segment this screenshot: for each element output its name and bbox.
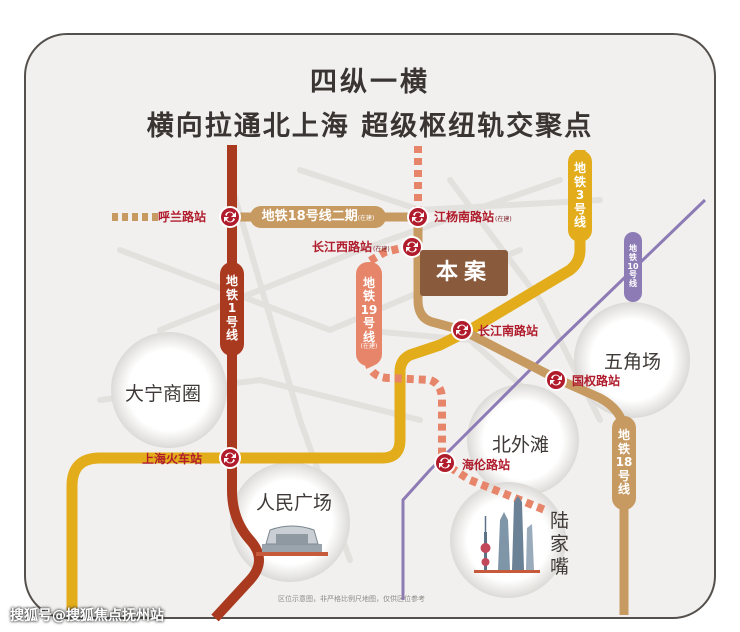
station-jiangyang-note: (在建) [495, 216, 512, 223]
project-label: 本案 [420, 250, 508, 296]
wujiaochang-circle [574, 302, 690, 418]
line-3-char: 地 [573, 161, 586, 176]
station-jiangyang-south: 江杨南路站(在建) [434, 208, 512, 225]
lujiazui-char: 陆 [550, 510, 570, 532]
station-changjiang-west-note: (在建) [373, 246, 390, 253]
line-3-char: 线 [573, 215, 586, 230]
station-hulan: 呼兰路站 [158, 210, 207, 224]
line-19-char: 19 [360, 302, 378, 317]
line-10-char: 10 [627, 261, 639, 271]
line-1-char: 线 [225, 328, 238, 343]
transfer-icon [401, 236, 423, 258]
building-icon [256, 525, 328, 556]
line-18-phase2-text: 地铁18号线二期 [261, 209, 358, 224]
line-3-char: 铁 [573, 174, 586, 189]
line-3-label: 地 铁 3 号 线 [568, 150, 592, 242]
line-18-label: 地 铁 18 号 线 [612, 416, 636, 510]
line-10-label: 地 铁 10 号 线 [624, 232, 642, 302]
line-18-phase2-note: (在建) [357, 215, 375, 222]
district-renmin: 人民广场 [256, 492, 333, 514]
renmin-circle [230, 462, 350, 582]
disclaimer: 区位示意图，非严格比例尺地图，仅供区位参考 [278, 595, 425, 603]
line-10-char: 地 [629, 243, 637, 253]
line-3-track [66, 150, 586, 610]
transfer-icon [451, 319, 473, 341]
transfer-icon [545, 369, 567, 391]
line-1-track [211, 145, 264, 622]
lujiazui-char: 嘴 [550, 555, 570, 578]
station-changjiang-west-label: 长江西路站 [312, 240, 373, 254]
line-19-label: 地 铁 19 号 线 (在建) [356, 262, 382, 366]
line-19-note: (在建) [360, 343, 378, 351]
daning-circle [111, 332, 227, 448]
line-3-char: 3 [575, 188, 585, 203]
station-jiangyang-south-label: 江杨南路站 [434, 210, 495, 224]
transfer-icon [219, 447, 241, 469]
station-changjiang-south: 长江南路站 [478, 324, 539, 338]
line-1-label: 地 铁 1 号 线 [220, 262, 244, 356]
line-18-char: 铁 [617, 441, 630, 456]
transfer-icon [219, 206, 241, 228]
skyline-icon [474, 496, 540, 573]
line-19-char: 线 [362, 329, 375, 344]
title-main: 四纵一横 [310, 67, 430, 98]
line-1-char: 号 [225, 314, 238, 329]
line-18-phase2-label: 地铁18号线二期(在建) [250, 206, 386, 228]
transfer-icon [434, 452, 456, 474]
line-19-char: 铁 [362, 289, 375, 304]
station-guoquan: 国权路站 [572, 374, 621, 388]
line-19-char: 地 [362, 276, 375, 291]
transfer-icon [407, 206, 429, 228]
line-10-char: 号 [629, 270, 637, 280]
district-lujiazui: 陆 家 嘴 [550, 510, 569, 578]
line-3-char: 号 [573, 201, 586, 216]
station-hailun: 海伦路站 [462, 458, 511, 472]
line-10-char: 铁 [629, 252, 637, 262]
line-10-char: 线 [629, 279, 637, 289]
line-1-char: 铁 [225, 287, 238, 302]
line-1-char: 1 [227, 301, 237, 316]
line-1-char: 地 [225, 274, 238, 289]
district-daning: 大宁商圈 [125, 383, 202, 405]
district-wujiaochang: 五角场 [604, 351, 662, 373]
line-10-track [401, 198, 707, 600]
line-19-char: 号 [362, 316, 375, 331]
beiwaitan-circle [467, 384, 579, 496]
line-18-char: 线 [617, 482, 630, 497]
watermark: 搜狐号@搜狐焦点抚州站 [10, 608, 164, 624]
line-18-char: 号 [617, 468, 630, 483]
district-beiwaitan: 北外滩 [492, 434, 550, 456]
station-changjiang-west: 长江西路站(在建) [312, 238, 390, 255]
line-18-char: 地 [617, 428, 630, 443]
line-18-char: 18 [615, 455, 633, 470]
station-shanghai-railway: 上海火车站 [142, 452, 203, 466]
lujiazui-char: 家 [550, 532, 570, 555]
title-sub: 横向拉通北上海 超级枢纽轨交聚点 [146, 111, 594, 142]
